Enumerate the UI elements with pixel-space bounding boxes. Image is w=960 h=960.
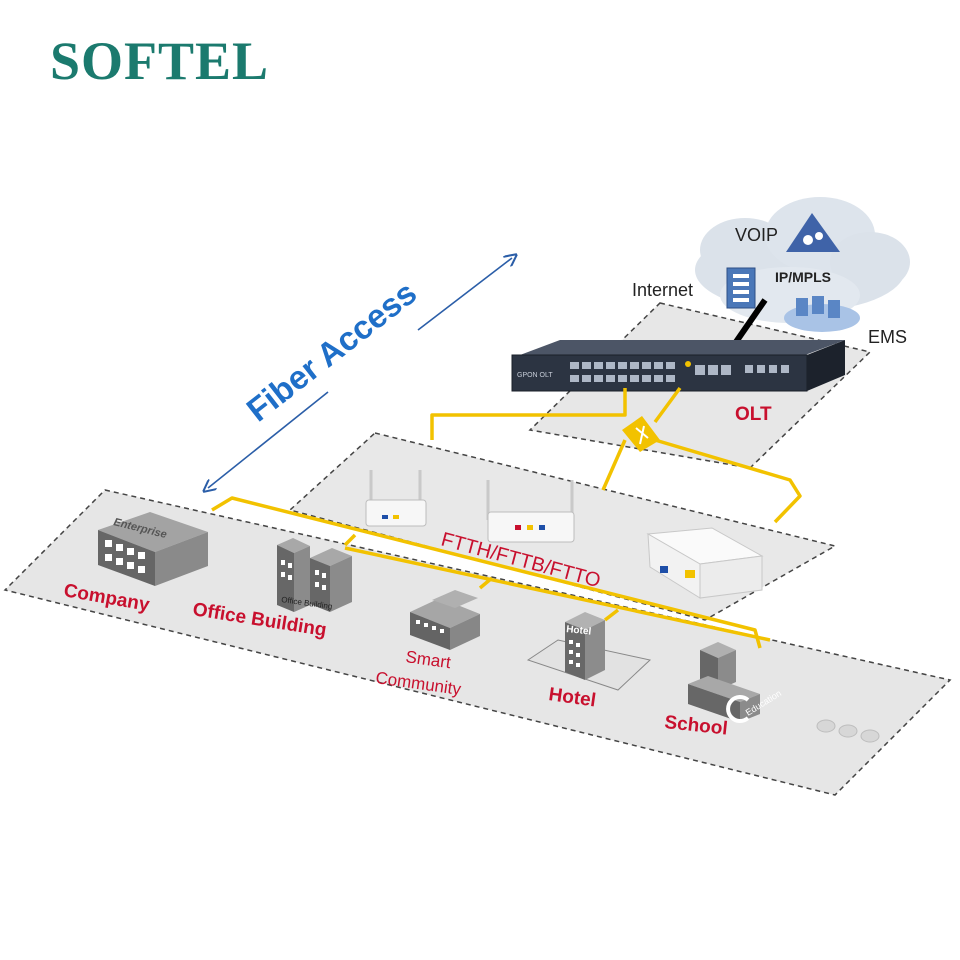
fiber-lower-bus [344, 546, 771, 642]
fiber-access-arrow-up [417, 258, 512, 331]
olt-device [511, 340, 845, 392]
community-buildings-icon [410, 590, 480, 650]
fiber-network [211, 386, 802, 649]
onu-router-2 [486, 480, 575, 543]
ems-server-icon [784, 296, 860, 332]
brand-logo: SOFTEL [50, 31, 270, 91]
internet-label: Internet [632, 280, 693, 300]
voip-gateway-icon [786, 213, 840, 252]
fiber-trunk [430, 388, 627, 440]
hotel-sign: Hotel [566, 624, 592, 638]
optical-splitter-icon [622, 416, 660, 452]
onu-box [646, 527, 764, 599]
fiber-splitter-trunk [601, 439, 627, 491]
ipmpls-label: IP/MPLS [775, 269, 831, 285]
fiber-olt-splitter [653, 386, 682, 424]
more-sites-icon [816, 719, 880, 743]
olt-label: OLT [735, 404, 772, 425]
firewall-icon [726, 267, 756, 309]
voip-label: VOIP [735, 225, 778, 245]
fiber-access-label: Fiber Access [240, 274, 424, 429]
fiber-drop-hotel [603, 608, 620, 622]
onu-router-1 [365, 470, 427, 527]
olt-device-text: GPON OLT [517, 372, 553, 379]
fiber-access-arrow-down [208, 391, 329, 488]
fiber-right-loop [654, 438, 802, 524]
company-building-icon [98, 512, 208, 586]
school-building-icon [688, 642, 760, 723]
ems-label: EMS [868, 327, 907, 347]
fiber-drop-office [343, 533, 357, 547]
office-building-icon [277, 538, 352, 612]
hotel-building-icon [526, 612, 652, 691]
